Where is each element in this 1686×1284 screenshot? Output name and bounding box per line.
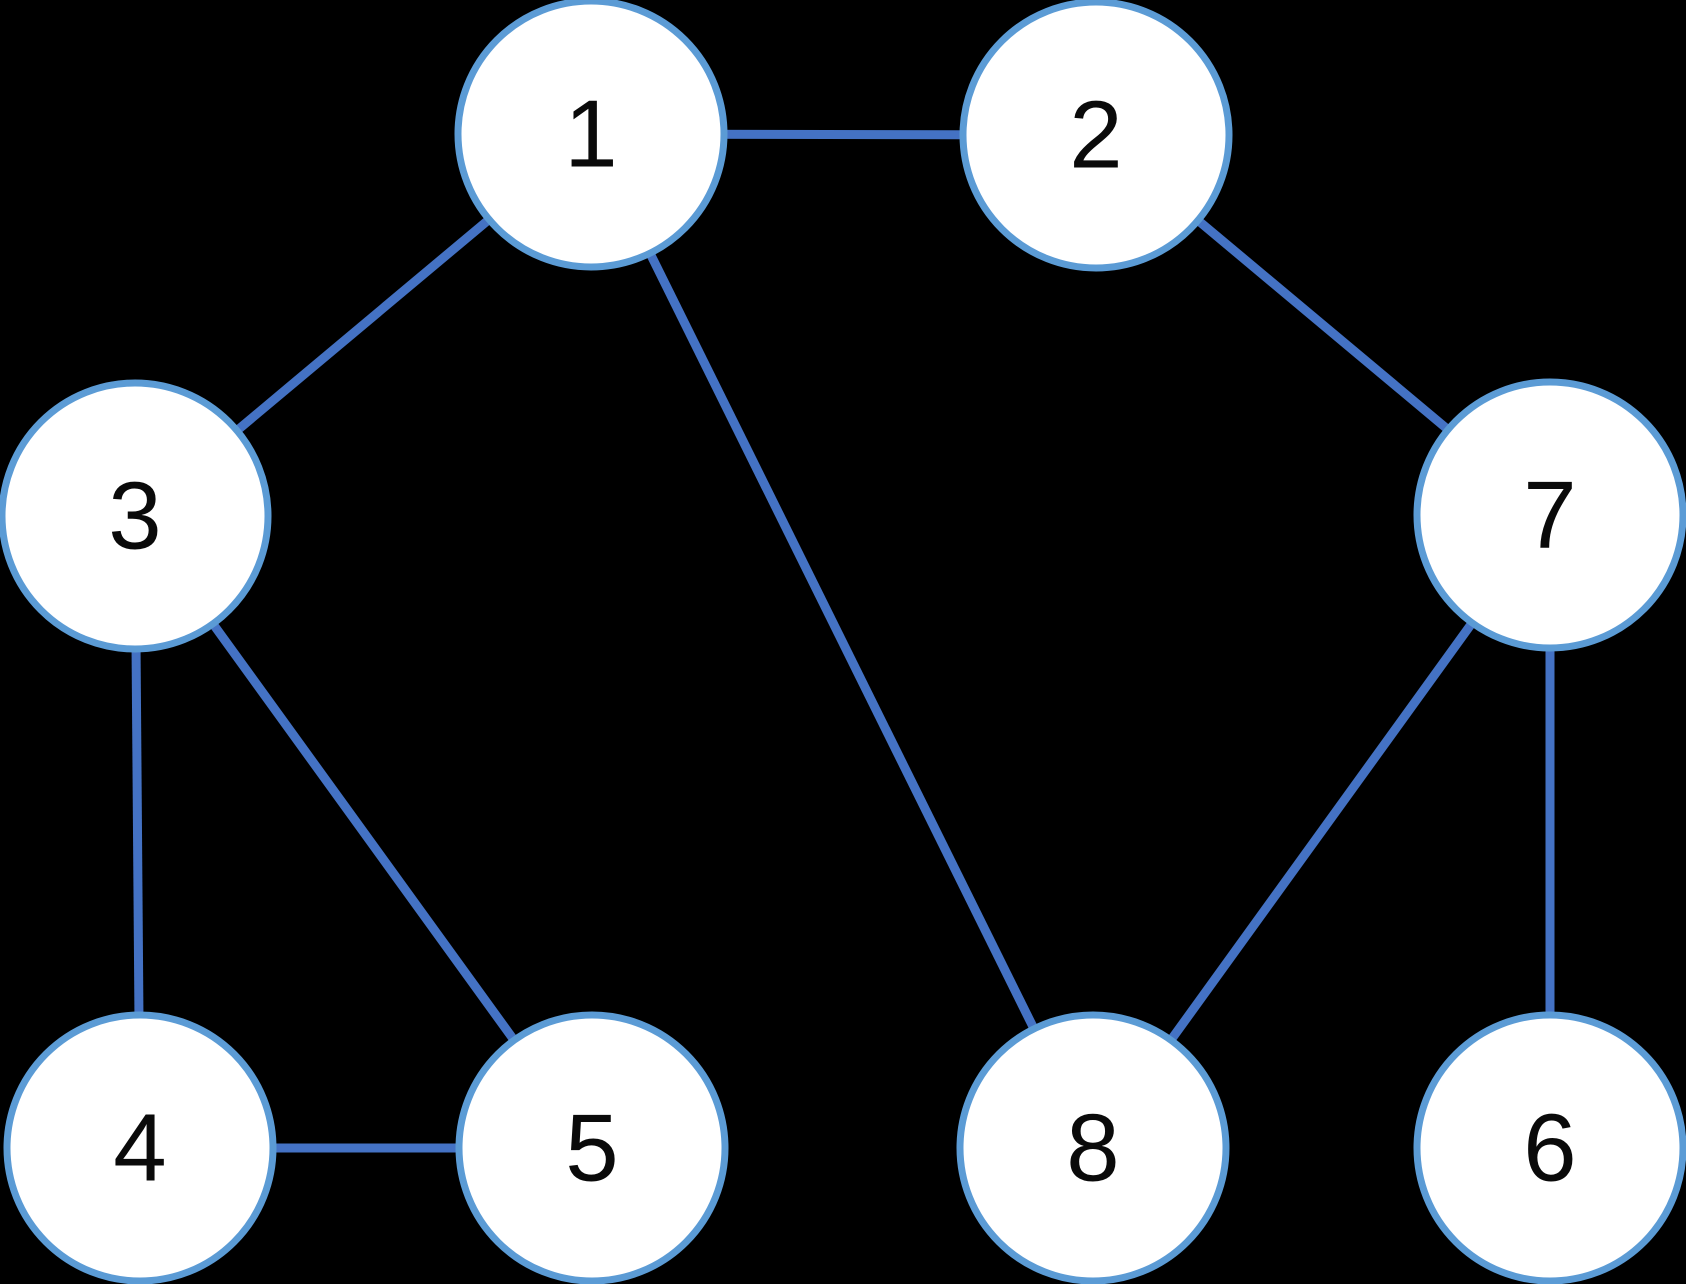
- edge-1-8[interactable]: [586, 132, 1098, 1150]
- node-8[interactable]: 8: [956, 1011, 1230, 1284]
- node-7-label: 7: [1523, 462, 1576, 569]
- node-5-label: 5: [565, 1095, 618, 1202]
- node-4-label: 4: [113, 1095, 166, 1202]
- node-1-label: 1: [564, 81, 617, 188]
- node-6-label: 6: [1523, 1095, 1576, 1202]
- node-2-circle[interactable]: [959, 0, 1233, 272]
- node-7-circle[interactable]: [1413, 378, 1686, 652]
- node-8-label: 8: [1066, 1095, 1119, 1202]
- node-3-label: 3: [108, 463, 161, 570]
- node-7[interactable]: 7: [1413, 378, 1686, 652]
- node-3-circle[interactable]: [0, 379, 272, 653]
- node-8-circle[interactable]: [956, 1011, 1230, 1284]
- node-5-circle[interactable]: [455, 1011, 729, 1284]
- node-4-circle[interactable]: [3, 1011, 277, 1284]
- node-6[interactable]: 6: [1413, 1011, 1686, 1284]
- node-2-label: 2: [1069, 82, 1122, 189]
- node-1-circle[interactable]: [454, 0, 728, 271]
- node-5[interactable]: 5: [455, 1011, 729, 1284]
- node-1[interactable]: 1: [454, 0, 728, 271]
- node-3[interactable]: 3: [0, 379, 272, 653]
- node-6-circle[interactable]: [1413, 1011, 1686, 1284]
- node-2[interactable]: 2: [959, 0, 1233, 272]
- node-4[interactable]: 4: [3, 1011, 277, 1284]
